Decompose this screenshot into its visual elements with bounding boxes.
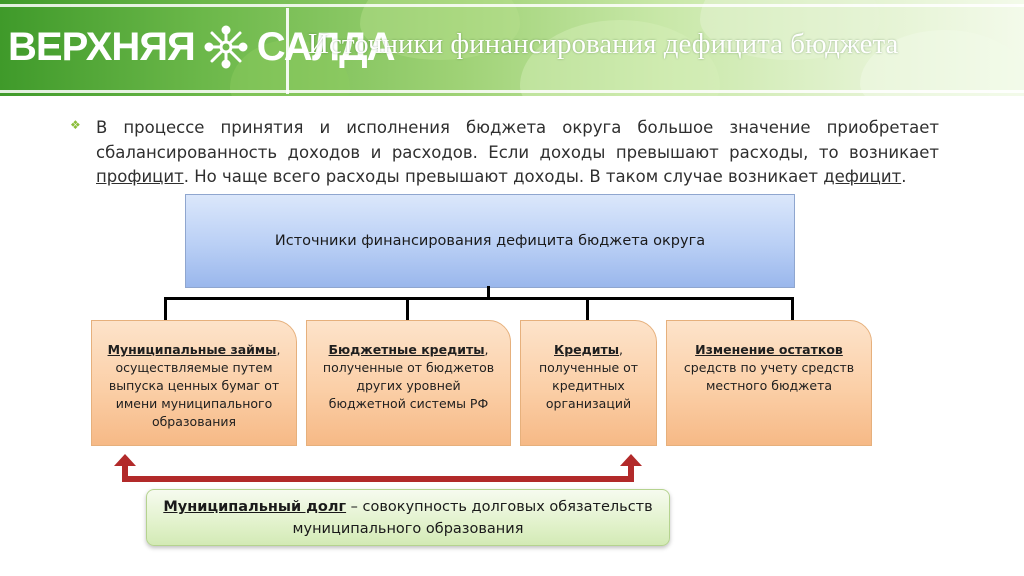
connector-vertical-root: [487, 286, 490, 298]
card-description: осуществляемые путем выпуска ценных бума…: [108, 360, 280, 429]
header-banner: ВЕРХНЯЯ САЛДА Источники финансирования д…: [0, 0, 1024, 96]
logo-text-right: САЛДА: [256, 25, 396, 69]
banner-bottom-line: [0, 90, 1024, 93]
intro-paragraph: В процессе принятия и исполнения бюджета…: [96, 116, 939, 190]
intro-text-3: .: [901, 167, 907, 186]
diagram-root-box: Источники финансирования дефицита бюджет…: [185, 194, 795, 288]
intro-text-2: . Но чаще всего расходы превышают доходы…: [183, 167, 824, 186]
card-description: полученные от бюджетов других уровней бю…: [322, 360, 495, 411]
up-arrow-icon: [628, 464, 634, 482]
snowflake-flower-icon: [199, 24, 253, 70]
up-arrow-icon: [114, 454, 136, 466]
city-logo: ВЕРХНЯЯ САЛДА: [8, 24, 396, 70]
card-title-suffix: ,: [484, 342, 489, 357]
connector-drop-3: [586, 297, 589, 321]
source-card-credits: Кредиты, полученные от кредитных организ…: [520, 320, 657, 446]
card-title-suffix: ,: [619, 342, 624, 357]
banner-top-line: [0, 4, 1024, 7]
header-divider: [286, 8, 289, 94]
connector-horizontal: [164, 297, 794, 300]
card-title: Кредиты: [553, 342, 620, 357]
source-card-budget-credits: Бюджетные кредиты, полученные от бюджето…: [306, 320, 511, 446]
intro-text-1: В процессе принятия и исполнения бюджета…: [96, 118, 939, 162]
source-card-municipal-loans: Муниципальные займы, осуществляемые путе…: [91, 320, 297, 446]
card-title: Бюджетные кредиты: [328, 342, 485, 357]
card-title: Муниципальные займы: [107, 342, 277, 357]
page-title: Источники финансирования дефицита бюджет…: [308, 28, 899, 60]
connector-drop-4: [791, 297, 794, 321]
card-description: полученные от кредитных организаций: [538, 360, 639, 411]
up-arrow-icon: [122, 464, 128, 482]
card-title: Изменение остатков: [695, 342, 843, 357]
diamond-bullet-icon: ❖: [70, 118, 81, 132]
term-surplus: профицит: [96, 167, 184, 186]
debt-bracket-arrow: [114, 454, 642, 482]
card-title-suffix: ,: [276, 342, 281, 357]
connector-drop-2: [406, 297, 409, 321]
municipal-debt-box: Муниципальный долг – совокупность долгов…: [146, 489, 670, 546]
leaf-decoration: [360, 0, 520, 60]
logo-text-left: ВЕРХНЯЯ: [8, 25, 196, 69]
card-description: средств по учету средств местного бюджет…: [683, 360, 855, 393]
debt-term: Муниципальный долг: [163, 499, 347, 515]
connector-drop-1: [164, 297, 167, 321]
debt-definition: – совокупность долговых обязательств мун…: [292, 499, 653, 537]
up-arrow-icon: [620, 454, 642, 466]
source-card-balance-change: Изменение остатков средств по учету сред…: [666, 320, 872, 446]
term-deficit: дефицит: [823, 167, 902, 186]
diagram-root-label: Источники финансирования дефицита бюджет…: [274, 233, 706, 249]
